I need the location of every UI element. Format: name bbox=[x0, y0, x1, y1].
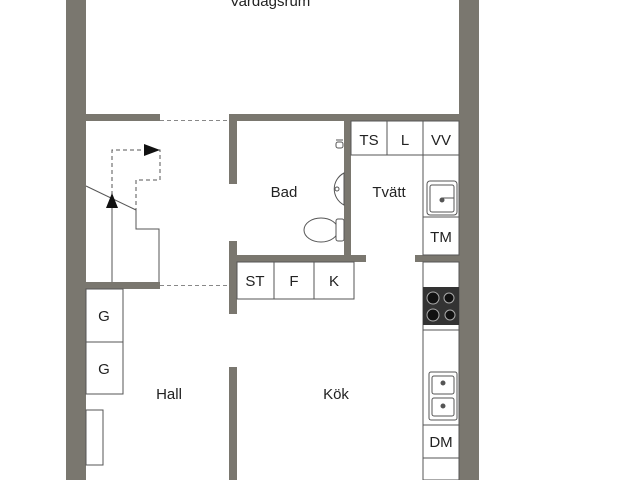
fixture-label-k: K bbox=[329, 273, 339, 290]
stair-arrow-up-icon bbox=[106, 193, 118, 208]
outer-wall-right bbox=[459, 0, 479, 480]
bathroom-fixtures bbox=[303, 139, 345, 243]
fixture-labels: TS L VV TM ST F K G G DM bbox=[98, 132, 453, 451]
fixture-label-g2: G bbox=[98, 361, 110, 378]
fixture-label-f: F bbox=[289, 273, 298, 290]
fixture-label-vv: VV bbox=[431, 132, 451, 149]
room-label-bad: Bad bbox=[271, 184, 298, 201]
fixture-label-dm: DM bbox=[429, 434, 452, 451]
wall-bath-left-lower bbox=[229, 241, 237, 314]
door-openings bbox=[160, 120, 229, 286]
washbasin-icon bbox=[333, 172, 345, 206]
fixture-label-ts: TS bbox=[359, 132, 378, 149]
wall-laundry-bottom bbox=[415, 255, 459, 262]
staircase bbox=[85, 144, 161, 282]
hall-shelf bbox=[85, 409, 104, 466]
room-label-kok: Kök bbox=[323, 386, 349, 403]
room-label-hall: Hall bbox=[156, 386, 182, 403]
wall-bath-bottom bbox=[229, 255, 366, 262]
room-label-vardagsrum: Vardagsrum bbox=[230, 0, 311, 10]
wall-stair-bottom bbox=[86, 282, 160, 289]
laundry-cabinets bbox=[350, 120, 460, 256]
wall-bath-laundry bbox=[344, 121, 351, 262]
wall-bath-left-upper bbox=[229, 114, 237, 184]
stair-dashed-path bbox=[111, 149, 161, 210]
room-labels: Vardagsrum Bad Tvätt Hall Kök bbox=[156, 0, 406, 403]
stove-icon bbox=[423, 287, 459, 325]
toilet-icon bbox=[303, 217, 345, 243]
kitchen-sink-icon bbox=[428, 371, 458, 421]
outer-wall-left bbox=[66, 0, 86, 480]
wall-kitchen-left bbox=[229, 367, 237, 480]
counter-kitchen bbox=[422, 261, 460, 480]
wall-living-bottom-right bbox=[229, 114, 459, 121]
wall-living-bottom-left bbox=[86, 114, 160, 121]
stair-arrow-right-icon bbox=[144, 144, 160, 156]
shower-head-icon bbox=[335, 139, 344, 149]
counter-laundry bbox=[422, 154, 460, 256]
cabinet-k bbox=[313, 261, 355, 300]
wardrobe-g2 bbox=[85, 341, 124, 395]
fixture-label-g1: G bbox=[98, 308, 110, 325]
laundry-sink-icon bbox=[426, 180, 458, 216]
room-label-tvatt: Tvätt bbox=[372, 184, 406, 201]
storage-cabinets bbox=[236, 261, 355, 300]
hall-wardrobes bbox=[85, 288, 124, 466]
fixture-label-tm: TM bbox=[430, 229, 452, 246]
fixture-label-l: L bbox=[401, 132, 409, 149]
kitchen-counter bbox=[422, 261, 460, 480]
fixture-label-st: ST bbox=[245, 273, 264, 290]
walls bbox=[66, 0, 479, 480]
stair-outline bbox=[85, 185, 160, 282]
